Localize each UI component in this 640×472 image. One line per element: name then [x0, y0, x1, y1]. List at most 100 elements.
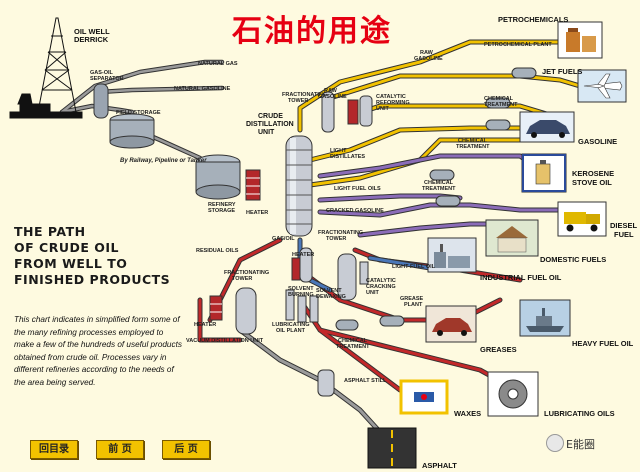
label-cat-crack-2: CRACKING — [366, 284, 396, 290]
product-lubricating-oils: LUBRICATING OILS — [544, 409, 615, 418]
gasoline-picture — [519, 111, 575, 143]
industrial-fuel-oil-picture — [427, 237, 477, 273]
catalytic-reforming-unit — [347, 95, 373, 127]
product-industrial-fuel-oil: INDUSTRIAL FUEL OIL — [480, 273, 562, 282]
label-solvent-dewaxing-1: SOLVENT — [316, 288, 342, 294]
home-button[interactable]: 回目录 — [30, 440, 78, 459]
label-heater-1: HEATER — [246, 210, 268, 216]
label-solvent-burning-1: SOLVENT — [288, 286, 314, 292]
label-grease-plant-1: GREASE — [400, 296, 424, 302]
chemical-treatment-unit-1 — [485, 97, 511, 109]
path-heading-line-1: THE PATH — [14, 224, 86, 239]
label-lube-plant-2: OIL PLANT — [276, 328, 306, 334]
label-crude-2: DISTILLATION — [246, 121, 294, 128]
label-frac-tower-3a: FRACTIONATING — [224, 270, 269, 276]
label-chem-1b: TREATMENT — [484, 102, 518, 108]
label-chem-2a: CHEMICAL — [458, 138, 488, 144]
refinery-storage-tank — [195, 154, 241, 200]
label-frac-tower-1a: FRACTIONATING — [282, 92, 327, 98]
kerosene-picture — [521, 153, 567, 193]
greases-picture — [425, 305, 477, 343]
label-gas-oil-separator-2: SEPARATOR — [90, 76, 124, 82]
crude-distillation-unit — [285, 135, 313, 237]
label-gas-oil: GAS/OIL — [272, 236, 295, 242]
jet-fuels-picture — [577, 69, 627, 103]
label-frac-tower-2b: TOWER — [326, 236, 346, 242]
product-kerosene-2: STOVE OIL — [572, 178, 612, 187]
chemical-treatment-low-unit — [335, 319, 359, 331]
path-heading-line-2: OF CRUDE OIL — [14, 240, 119, 255]
label-raw-gasoline-top-2: GASOLINE — [414, 56, 443, 62]
label-chem-2b: TREATMENT — [456, 144, 490, 150]
label-chem-3a: CHEMICAL — [424, 180, 454, 186]
diesel-picture — [557, 201, 607, 237]
vacuum-distillation-unit — [235, 287, 257, 335]
product-greases: GREASES — [480, 345, 517, 354]
label-cracked-gasoline: CRACKED GASOLINE — [326, 208, 384, 214]
label-heater-2: HEATER — [292, 252, 314, 258]
asphalt-picture — [367, 427, 417, 469]
label-transport: By Railway, Pipeline or Tanker — [120, 158, 207, 164]
label-gas-oil-separator-1: GAS-OIL — [90, 70, 114, 76]
chemical-treatment-unit-3 — [429, 169, 461, 207]
label-refinery-storage-2: STORAGE — [208, 208, 235, 214]
grease-plant — [379, 315, 405, 327]
label-frac-tower-3b: TOWER — [232, 276, 252, 282]
product-waxes: WAXES — [454, 409, 481, 418]
label-light-fuel-oil: LIGHT FUEL OIL — [392, 264, 436, 270]
label-heater-3: HEATER — [194, 322, 216, 328]
heater-2 — [291, 257, 301, 281]
label-cat-reform-1: CATALYTIC — [376, 94, 406, 100]
gas-oil-separator — [93, 83, 109, 119]
label-cat-crack-3: UNIT — [366, 290, 379, 296]
page-title: 石油的用途 — [232, 14, 392, 49]
label-residual-oils: RESIDUAL OILS — [196, 248, 239, 254]
label-raw-gasoline-top-1: RAW — [420, 50, 434, 56]
waxes-picture — [399, 379, 449, 415]
heater-3 — [209, 295, 223, 321]
label-light-distillates-1: LIGHT — [330, 148, 347, 154]
path-heading-line-3: FROM WELL TO — [14, 256, 128, 271]
label-solvent-dewaxing-2: DEWAXING — [316, 294, 346, 300]
label-grease-plant-2: PLANT — [404, 302, 423, 308]
path-heading-line-4: FINISHED PRODUCTS — [14, 272, 171, 287]
label-cat-reform-2: REFORMING — [376, 100, 410, 106]
next-page-button[interactable]: 后 页 — [162, 440, 210, 459]
label-natural-gasoline: NATURAL GASOLINE — [174, 86, 231, 92]
domestic-fuels-picture — [485, 219, 539, 257]
label-cat-reform-3: UNIT — [376, 106, 389, 112]
product-petrochemicals: PETROCHEMICALS — [498, 15, 568, 24]
label-light-fuel-oils: LIGHT FUEL OILS — [334, 186, 381, 192]
label-chem-1a: CHEMICAL — [484, 96, 514, 102]
prev-page-button[interactable]: 前 页 — [96, 440, 144, 459]
label-petrochemical-plant: PETROCHEMICAL PLANT — [484, 42, 552, 48]
label-refinery-storage-1: REFINERY — [208, 202, 236, 208]
label-chem-low-1: CHEMICAL — [338, 338, 368, 344]
petrochemicals-picture — [557, 21, 603, 59]
label-frac-tower-2a: FRACTIONATING — [318, 230, 363, 236]
watermark-logo-icon — [546, 434, 564, 452]
heater-1 — [245, 169, 261, 201]
product-gasoline: GASOLINE — [578, 137, 617, 146]
lubricating-oils-picture — [487, 371, 539, 417]
oil-well-derrick — [9, 17, 83, 119]
fractionating-tower-1 — [321, 91, 335, 133]
heavy-fuel-oil-picture — [519, 299, 571, 337]
